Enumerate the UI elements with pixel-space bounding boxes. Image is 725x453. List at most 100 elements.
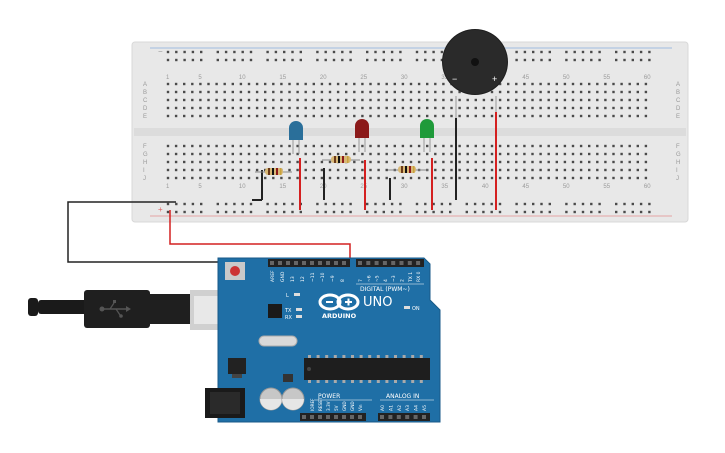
header-pin [358, 261, 362, 265]
breadboard-hole [434, 152, 437, 156]
breadboard-hole [166, 210, 170, 214]
breadboard-hole [336, 144, 340, 148]
breadboard-hole [199, 114, 202, 118]
breadboard-hole [239, 176, 243, 180]
breadboard-hole [648, 50, 651, 54]
column-number: 30 [401, 184, 408, 190]
breadboard-hole [458, 144, 461, 148]
breadboard-hole [440, 58, 444, 62]
breadboard-hole [353, 168, 356, 172]
rail-minus-label: − [158, 47, 163, 56]
breadboard-hole [382, 202, 385, 206]
atmega-chip [304, 358, 430, 380]
breadboard-hole [247, 144, 251, 148]
breadboard-hole [320, 160, 324, 164]
breadboard-hole [636, 114, 639, 118]
header-pin [366, 261, 371, 265]
breadboard-hole [223, 176, 226, 180]
breadboard-hole [636, 106, 639, 110]
breadboard-hole [191, 168, 194, 172]
breadboard-hole [191, 152, 194, 156]
row-letter: E [143, 114, 147, 120]
row-letter: B [143, 90, 147, 96]
breadboard-hole [539, 82, 542, 86]
breadboard-hole [604, 90, 607, 94]
breadboard-hole [223, 160, 226, 164]
breadboard-hole [280, 176, 283, 180]
column-number: 10 [239, 184, 246, 190]
breadboard-hole [409, 106, 413, 110]
breadboard-hole [272, 106, 275, 110]
breadboard-hole [548, 210, 551, 214]
header-pin [342, 415, 346, 419]
breadboard-hole [636, 98, 639, 102]
breadboard-hole [458, 168, 461, 172]
chip-pin [308, 380, 311, 383]
chip-pin [333, 380, 337, 383]
breadboard-hole [349, 202, 352, 206]
breadboard-hole [393, 98, 396, 102]
breadboard-hole [191, 50, 195, 54]
breadboard-hole [255, 144, 259, 148]
breadboard-hole [465, 202, 468, 206]
breadboard-hole [507, 114, 510, 118]
header-pin [310, 415, 314, 419]
breadboard-hole [539, 176, 542, 180]
breadboard-wires [252, 112, 497, 210]
row-letter: H [676, 160, 680, 166]
breadboard-hole [573, 210, 576, 214]
breadboard-hole [532, 50, 535, 54]
breadboard-hole [515, 106, 518, 110]
breadboard-hole [207, 152, 210, 156]
breadboard-hole [191, 160, 194, 164]
breadboard-hole [223, 114, 226, 118]
breadboard-hole [174, 144, 178, 148]
breadboard-hole [288, 144, 291, 148]
breadboard-hole [604, 152, 607, 156]
breadboard-hole [183, 106, 186, 110]
header-pin [350, 415, 354, 419]
breadboard-hole [316, 202, 319, 206]
breadboard-hole [280, 82, 283, 86]
breadboard-hole [490, 90, 494, 94]
breadboard-hole [596, 168, 599, 172]
breadboard-hole [458, 176, 461, 180]
column-number: 25 [360, 75, 367, 81]
breadboard-hole [353, 98, 356, 102]
breadboard-hole [241, 58, 244, 62]
breadboard-hole [531, 82, 534, 86]
breadboard-hole [361, 176, 364, 180]
breadboard-hole [401, 90, 405, 94]
breadboard-hole [531, 106, 534, 110]
breadboard-hole [320, 144, 324, 148]
breadboard-hole [547, 160, 550, 164]
digital-pin-label: GND [280, 271, 286, 282]
breadboard-hole [604, 176, 607, 180]
breadboard-hole [515, 98, 518, 102]
breadboard-hole [349, 210, 352, 214]
breadboard-hole [515, 114, 518, 118]
breadboard-hole [320, 114, 324, 118]
breadboard-hole [377, 160, 380, 164]
breadboard-hole [320, 152, 324, 156]
breadboard-hole [183, 58, 186, 62]
breadboard-hole [417, 160, 421, 164]
header-pin [399, 261, 404, 265]
breadboard-hole [361, 114, 364, 118]
breadboard-hole [369, 168, 372, 172]
leds [289, 119, 434, 154]
breadboard-hole [581, 58, 585, 62]
breadboard-hole [555, 168, 558, 172]
breadboard-hole [596, 152, 599, 156]
breadboard-hole [332, 58, 336, 62]
column-number: 35 [441, 75, 448, 81]
breadboard-hole [531, 144, 534, 148]
breadboard-hole [507, 160, 510, 164]
breadboard-hole [426, 114, 429, 118]
breadboard-hole [255, 90, 259, 94]
breadboard-hole [588, 106, 591, 110]
arduino-logo-icon [318, 293, 360, 311]
breadboard-hole [312, 152, 315, 156]
breadboard-hole [571, 168, 575, 172]
